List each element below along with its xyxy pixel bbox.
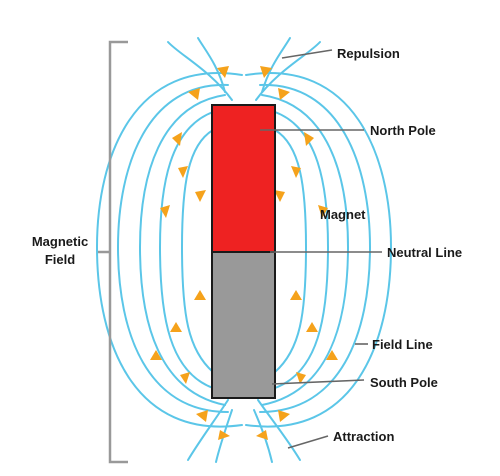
arrow-icon [150, 350, 162, 360]
arrow-icon [195, 190, 206, 202]
magnet [211, 104, 276, 399]
label-magnetic: Magnetic [32, 234, 88, 249]
leader-south-pole [271, 379, 365, 385]
label-field: Field [45, 252, 75, 267]
field-line-right-1 [274, 129, 308, 373]
arrow-icon [256, 430, 268, 440]
arrow-icon [274, 190, 285, 202]
repulsion-line-right-2 [261, 37, 291, 93]
arrow-icon [290, 290, 302, 300]
label-neutral-line: Neutral Line [387, 245, 462, 260]
arrow-icon [196, 410, 208, 422]
attraction-line-right [257, 399, 301, 461]
north-pole-block [211, 104, 276, 253]
repulsion-line-left-2 [197, 37, 226, 93]
label-north-pole: North Pole [370, 123, 436, 138]
label-repulsion: Repulsion [337, 46, 400, 61]
arrow-icon [178, 166, 188, 178]
arrow-icon [260, 66, 272, 78]
label-field-line: Field Line [372, 337, 433, 352]
leader-lines [260, 49, 382, 449]
arrow-icon [194, 290, 206, 300]
south-pole-block [211, 251, 276, 399]
arrow-icon [278, 410, 290, 422]
field-line-left-3 [138, 94, 226, 406]
attraction-line-left [187, 399, 229, 461]
arrow-icon [170, 322, 182, 332]
arrow-icon [326, 350, 338, 360]
arrow-icon [304, 132, 314, 146]
magnetic-field-bracket [98, 40, 128, 464]
labels: Repulsion North Pole Magnet Neutral Line… [32, 46, 462, 444]
arrow-icon [278, 88, 290, 100]
field-line-right-3 [261, 94, 350, 406]
arrow-icon [296, 372, 306, 384]
field-line-left-2 [158, 111, 214, 389]
arrow-icon [160, 205, 170, 218]
field-line-left-4 [116, 83, 229, 413]
field-line-right-5 [245, 72, 393, 428]
arrow-icon [291, 166, 301, 178]
leader-repulsion [281, 49, 333, 59]
label-magnet: Magnet [320, 207, 366, 222]
label-attraction: Attraction [333, 429, 394, 444]
field-lines [95, 37, 393, 463]
arrow-icon [172, 132, 182, 146]
arrow-icon [180, 372, 190, 384]
arrow-icon [188, 88, 200, 100]
arrow-icon [318, 205, 328, 218]
arrow-icon [217, 66, 229, 78]
field-arrows [150, 66, 338, 440]
label-south-pole: South Pole [370, 375, 438, 390]
field-line-right-4 [259, 83, 372, 413]
field-line-left-5 [95, 72, 243, 428]
field-line-right-2 [274, 111, 330, 389]
field-line-left-1 [180, 129, 214, 373]
arrow-icon [306, 322, 318, 332]
arrow-icon [218, 430, 230, 440]
leader-attraction [287, 435, 329, 449]
